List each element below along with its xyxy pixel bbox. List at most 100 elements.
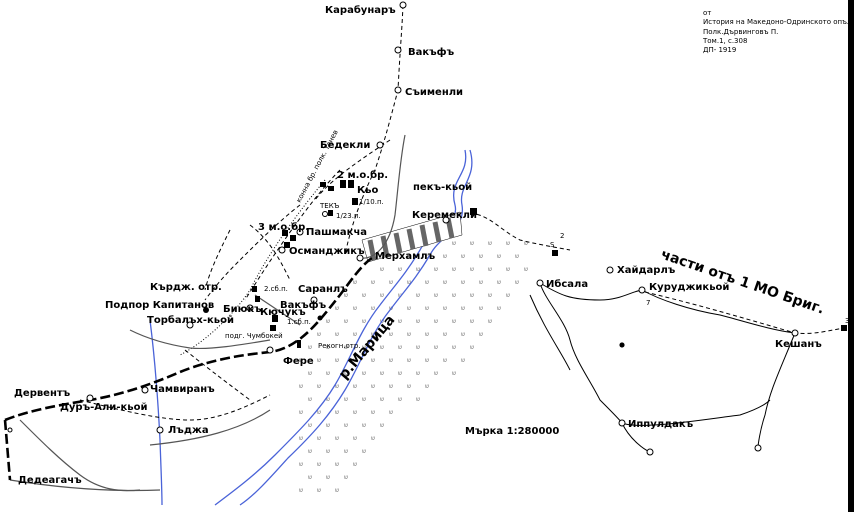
marsh-mark: ש [389, 383, 393, 390]
marsh-mark: ש [407, 383, 411, 390]
marsh-mark: ש [452, 240, 456, 247]
fortified-zone [361, 211, 463, 263]
marsh-mark: ש [335, 461, 339, 468]
marsh-mark: ש [353, 331, 357, 338]
label-karabunar: Карабунаръ [325, 4, 396, 16]
label-derventi: Дервентъ [14, 388, 71, 399]
marsh-mark: ש [326, 370, 330, 377]
marsh-mark: ש [353, 305, 357, 312]
marsh-mark: ש [407, 253, 411, 260]
marsh-mark: ש [344, 422, 348, 429]
label-p23: 1/23.п. [336, 212, 361, 220]
label-ibsala: Ибсала [546, 278, 588, 290]
label-chumbokeui: подг. Чумбокей [225, 332, 283, 340]
marsh-mark: ש [425, 305, 429, 312]
label-syimenli: Съименли [405, 87, 463, 98]
marsh-mark: ש [416, 292, 420, 299]
marsh-mark: ש [515, 279, 519, 286]
label-sb1: 1.сб.п. [287, 318, 311, 326]
source-from: от [703, 9, 711, 17]
source-volume: Том.1, с.308 [702, 37, 747, 45]
marsh-mark: ש [344, 344, 348, 351]
marsh-mark: ש [353, 435, 357, 442]
label-pashmakcha: Пашмакча [306, 227, 367, 238]
label-vakaf2: Вакъфъ [280, 299, 327, 311]
source-author: Полк.Дървинговъ П. [703, 28, 778, 36]
marsh-mark: ש [434, 370, 438, 377]
marsh-mark: ש [488, 292, 492, 299]
marsh-mark: ש [362, 292, 366, 299]
marsh-mark: ש [344, 448, 348, 455]
label-pekkyoi: пекъ-кьой [413, 182, 472, 193]
marsh-mark: ש [398, 266, 402, 273]
marsh-mark: ש [326, 318, 330, 325]
marsh-mark: ש [506, 240, 510, 247]
label-osmandzhik: Османджикъ [289, 246, 365, 257]
marsh-mark: ש [326, 422, 330, 429]
marsh-mark: ש [389, 409, 393, 416]
marsh-mark: ש [416, 344, 420, 351]
label-n5: S [550, 241, 555, 249]
source-note: от История на Македоно-Одринското опълче… [702, 9, 854, 54]
marsh-mark: ש [461, 331, 465, 338]
marsh-mark: ש [308, 448, 312, 455]
label-torbalykkyoi: Торбалъх-кьой [147, 314, 234, 326]
label-n7: 7 [646, 299, 650, 307]
marsh-mark: ש [362, 396, 366, 403]
marsh-mark: ש [371, 409, 375, 416]
marsh-mark: ש [452, 266, 456, 273]
marsh-mark: ש [389, 279, 393, 286]
marsh-mark: ש [344, 396, 348, 403]
marsh-mark: ש [452, 292, 456, 299]
marsh-mark: ש [479, 279, 483, 286]
marsh-mark: ש [299, 409, 303, 416]
marsh-mark: ש [335, 409, 339, 416]
marsh-mark: ש [443, 253, 447, 260]
marsh-mark: ש [335, 305, 339, 312]
marsh-mark: ש [398, 344, 402, 351]
marsh-mark: ש [353, 383, 357, 390]
marsh-mark: ש [524, 240, 528, 247]
label-lydzha: Лъджа [168, 425, 209, 436]
marsh-mark: ש [416, 318, 420, 325]
marsh-mark: ש [479, 253, 483, 260]
marsh-mark: ש [425, 279, 429, 286]
marsh-mark: ש [497, 305, 501, 312]
label-mob3: 3 м.о.бр. [258, 221, 309, 233]
marsh-mark: ש [416, 370, 420, 377]
source-title: История на Македоно-Одринското опълчение [703, 18, 854, 26]
marsh-mark: ש [335, 331, 339, 338]
marsh-mark: ש [443, 331, 447, 338]
marsh-mark: ש [326, 396, 330, 403]
marsh-mark: ש [353, 461, 357, 468]
marsh-mark: ש [506, 266, 510, 273]
marsh-mark: ש [524, 266, 528, 273]
marsh-mark: ש [488, 266, 492, 273]
label-fere: Фере [283, 356, 314, 367]
marsh-mark: ש [344, 318, 348, 325]
label-kurudzhikyoi: Куруджикьой [649, 282, 729, 293]
marsh-mark: ש [443, 305, 447, 312]
marsh-mark: ש [344, 292, 348, 299]
marsh-mark: ש [407, 305, 411, 312]
marsh-mark: ש [434, 292, 438, 299]
marsh-mark: ש [299, 487, 303, 494]
marsh-mark: ש [380, 266, 384, 273]
label-tek: ТЕКЪ [319, 202, 340, 210]
river-maritsa [149, 149, 473, 506]
marsh-mark: ש [317, 461, 321, 468]
marsh-mark: ש [434, 318, 438, 325]
marsh-mark: ש [308, 422, 312, 429]
marsh-mark: ש [497, 253, 501, 260]
marsh-mark: ש [344, 370, 348, 377]
marsh-mark: ש [452, 318, 456, 325]
marsh-mark: ש [398, 370, 402, 377]
marsh-mark: ש [398, 292, 402, 299]
label-rekogn: Рекогн.отр. [318, 342, 361, 350]
marsh-mark: ש [407, 331, 411, 338]
marsh-mark: ש [380, 370, 384, 377]
marsh-mark: ש [335, 383, 339, 390]
marsh-mark: ש [452, 370, 456, 377]
marsh-mark: ש [353, 409, 357, 416]
label-kapitanov: Подпор Капитанов [105, 300, 214, 311]
